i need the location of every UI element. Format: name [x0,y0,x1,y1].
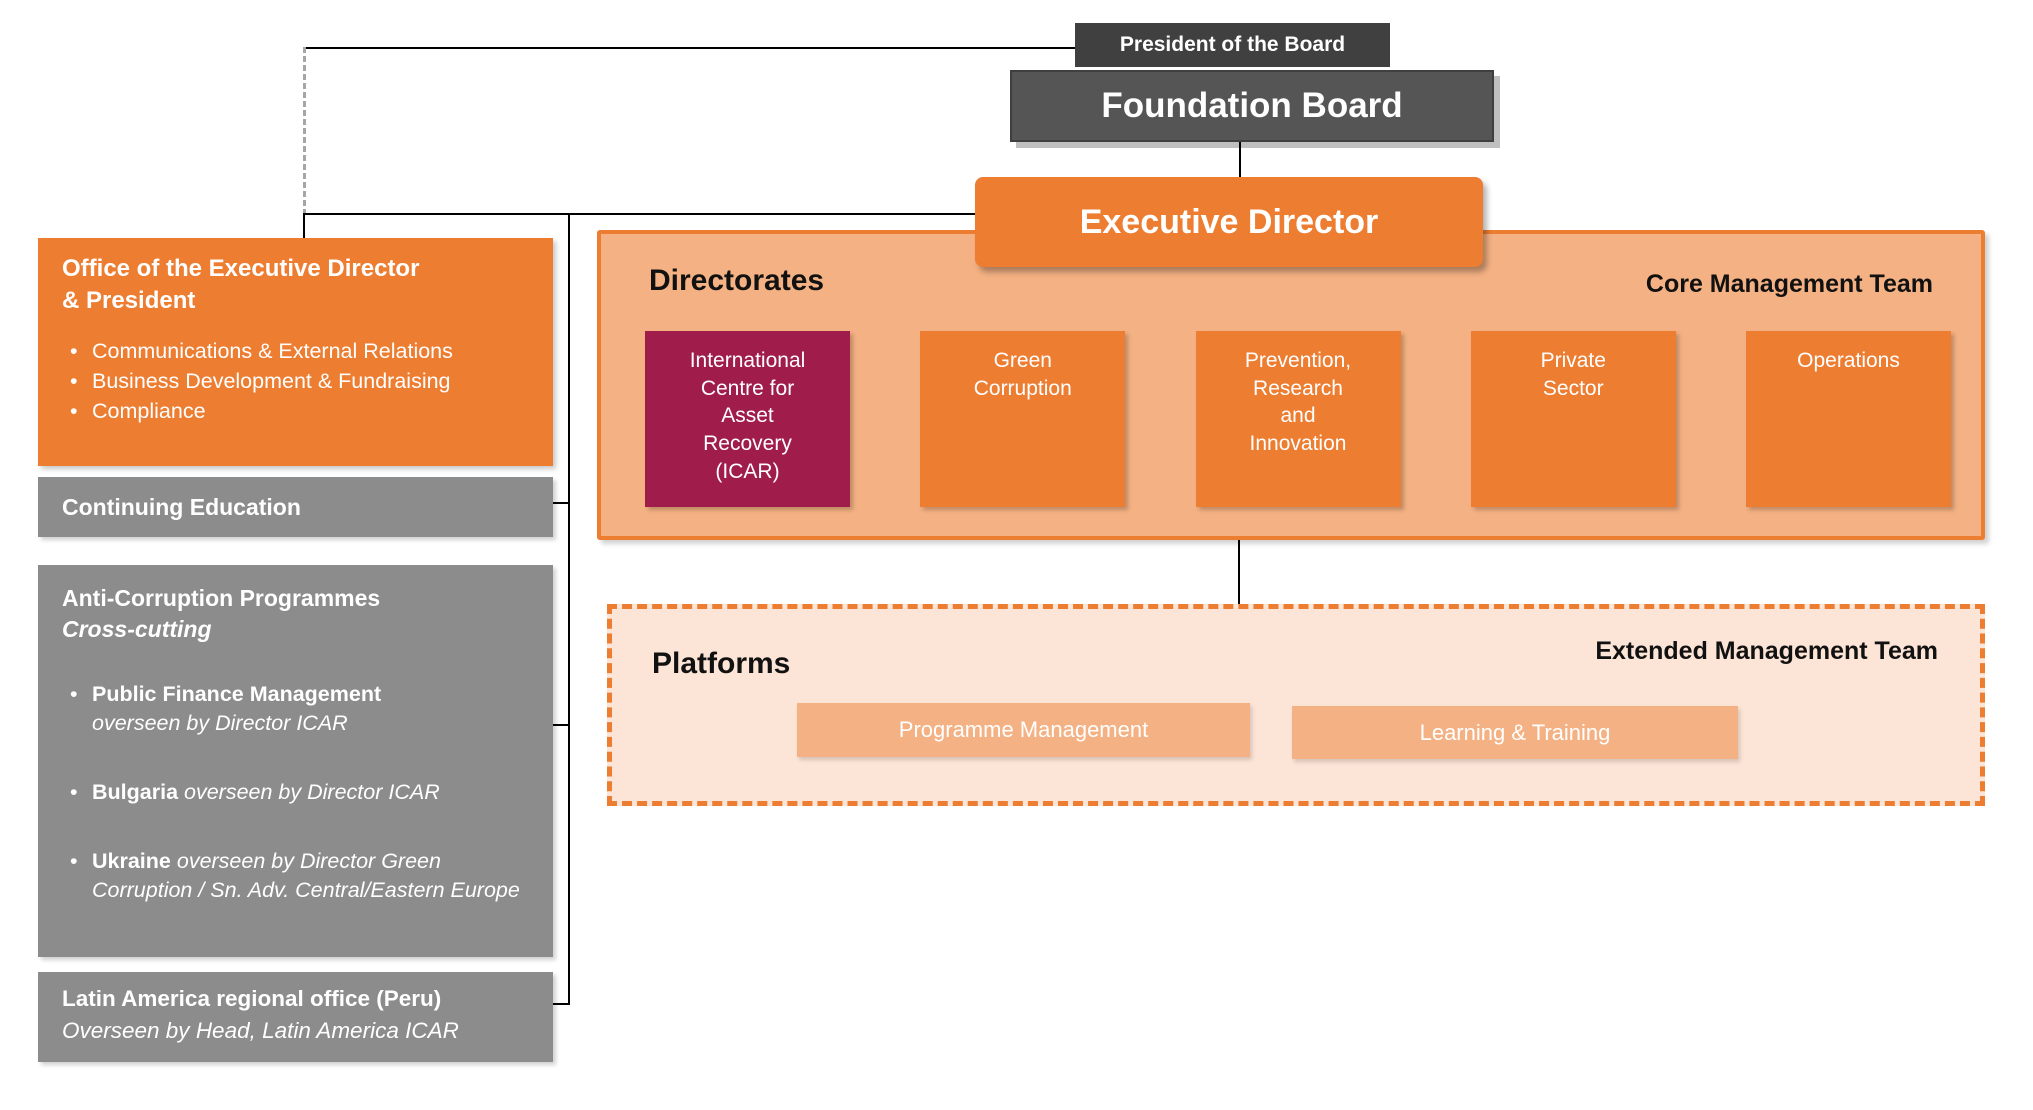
office-bullet-list: • Communications & External Relations • … [62,337,529,426]
continuing-education-box: Continuing Education [38,477,553,537]
platform-learning-training-box: Learning & Training [1292,706,1738,759]
list-item: • Communications & External Relations [62,337,529,367]
office-bullet-business-development: Business Development & Fundraising [92,369,451,393]
bullet-icon: • [70,339,78,364]
learning-training-label: Learning & Training [1419,719,1611,745]
connector-mid-horizontal [304,213,975,215]
list-item: • Public Finance Management overseen by … [62,680,529,738]
list-item: • Ukraine overseen by Director Green Cor… [62,847,529,905]
anti-corruption-list: • Public Finance Management overseen by … [62,680,529,906]
connector-dashed-vertical [303,47,306,215]
executive-director-box: Executive Director [975,177,1483,267]
item-name: Public Finance Management [92,681,382,706]
platforms-panel: Platforms Extended Management Team Progr… [607,604,1985,806]
bullet-icon: • [70,849,78,874]
anti-corruption-item-bulgaria: Bulgaria overseen by Director ICAR [92,778,440,807]
extended-management-team-label: Extended Management Team [1595,637,1938,665]
anti-corruption-subtitle: Cross-cutting [62,616,212,643]
directorates-box-row: International Centre for Asset Recovery … [645,331,1951,507]
anti-corruption-item-pfm: Public Finance Management overseen by Di… [92,680,381,738]
office-bullet-communications: Communications & External Relations [92,339,453,364]
office-bullet-compliance: Compliance [92,398,206,423]
directorates-panel: Directorates Core Management Team Intern… [597,230,1985,540]
office-title: Office of the Executive Director & Presi… [62,255,420,314]
platform-programme-management-box: Programme Management [797,703,1250,757]
connector-latin-america-stub [553,1003,570,1005]
list-item: • Compliance [62,397,529,427]
bullet-icon: • [70,681,78,706]
directorate-prevention-research-innovation-box: Prevention, Research and Innovation [1195,331,1401,507]
bullet-icon: • [70,398,78,423]
anti-corruption-item-ukraine: Ukraine overseen by Director Green Corru… [92,847,529,905]
president-of-the-board-label: President of the Board [1119,33,1346,56]
directorate-green-corruption-box: Green Corruption [920,331,1126,507]
connector-directorates-to-platforms [1238,540,1240,605]
list-item: • Business Development & Fundraising [62,367,529,397]
anti-corruption-title: Anti-Corruption Programmes [62,585,381,611]
item-detail: overseen by Director ICAR [92,710,348,735]
connector-left-column-vertical [568,213,570,1004]
continuing-education-label: Continuing Education [62,493,301,520]
foundation-board-label: Foundation Board [1101,86,1403,125]
list-item: • Bulgaria overseen by Director ICAR [62,778,529,807]
directorate-operations-box: Operations [1746,331,1951,507]
office-of-executive-director-box: Office of the Executive Director & Presi… [38,238,553,466]
connector-anti-corruption-stub [553,724,569,726]
item-name: Ukraine [92,849,171,874]
latin-america-title: Latin America regional office (Peru) [62,986,442,1011]
item-detail: overseen by Director Green Corruption / … [92,849,520,903]
connector-top-horizontal [304,47,1075,49]
item-detail: overseen by Director ICAR [184,780,440,804]
bullet-icon: • [70,780,78,804]
directorate-private-sector-box: Private Sector [1470,331,1676,507]
latin-america-office-box: Latin America regional office (Peru) Ove… [38,972,553,1062]
connector-continuing-education-stub [553,502,569,504]
bullet-icon: • [70,369,78,393]
connector-board-to-director [1239,138,1241,177]
anti-corruption-programmes-box: Anti-Corruption Programmes Cross-cutting… [38,565,553,957]
foundation-board-box: Foundation Board [1010,70,1494,142]
directorate-icar-box: International Centre for Asset Recovery … [645,331,850,507]
connector-office-vertical [303,213,305,239]
latin-america-subtitle: Overseen by Head, Latin America ICAR [62,1017,459,1043]
president-of-the-board-box: President of the Board [1075,23,1390,67]
executive-director-label: Executive Director [1079,202,1379,241]
platforms-heading: Platforms [652,647,791,680]
core-management-team-label: Core Management Team [1645,270,1933,298]
directorates-heading: Directorates [649,264,825,297]
item-name: Bulgaria [92,780,179,804]
programme-management-label: Programme Management [898,717,1149,742]
